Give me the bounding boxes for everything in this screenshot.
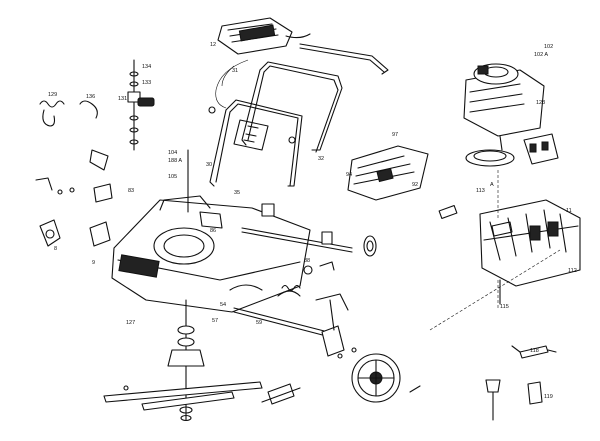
part-label: 102 xyxy=(544,44,553,50)
cable xyxy=(215,59,249,109)
part-label: 12 xyxy=(210,42,216,48)
part-label: 136 xyxy=(86,94,95,100)
part-label: 113 xyxy=(476,188,485,194)
front-axle xyxy=(233,307,337,335)
rear-axle xyxy=(241,231,353,253)
bolt-stack-left xyxy=(127,59,141,151)
part-label: 104 xyxy=(168,150,177,156)
part-label: 105 xyxy=(168,174,177,180)
part-label: 115 xyxy=(500,304,509,310)
engine xyxy=(463,63,545,151)
part-label: 112 xyxy=(568,268,577,274)
part-label: 133 xyxy=(142,80,151,86)
part-label: 32 xyxy=(318,156,324,162)
mulch-plug xyxy=(261,383,301,405)
part-label: 57 xyxy=(212,318,218,324)
front-wheel xyxy=(351,353,401,403)
part-label: 9 xyxy=(92,260,95,266)
blade-assembly xyxy=(103,149,263,422)
part-label: 123 xyxy=(536,100,545,106)
part-label: 86 xyxy=(210,228,216,234)
rear-wheel xyxy=(363,235,377,257)
part-label: 88 xyxy=(304,258,310,264)
part-label: 35 xyxy=(234,190,240,196)
grass-catcher-box xyxy=(479,199,581,287)
part-label: 8 xyxy=(54,246,57,252)
mower-deck xyxy=(111,195,311,313)
lower-handle xyxy=(209,99,303,187)
part-label: A xyxy=(490,182,494,188)
part-label: 97 xyxy=(392,132,398,138)
springs xyxy=(39,100,301,292)
upper-handle xyxy=(241,43,389,153)
side-brackets xyxy=(35,149,113,247)
part-label: 119 xyxy=(544,394,553,400)
rear-flap xyxy=(347,145,429,201)
air-filter xyxy=(523,133,559,165)
height-adjuster xyxy=(315,293,349,357)
small-parts xyxy=(57,97,501,393)
part-labels: 129 136 134 133 131 104 188 A 105 102 10… xyxy=(48,42,577,400)
starter-ring xyxy=(465,149,515,167)
part-label: 11 xyxy=(566,208,572,214)
part-label: 131 xyxy=(118,96,127,102)
part-label: 83 xyxy=(128,188,134,194)
part-label: 94 xyxy=(346,172,352,178)
part-label: 188 A xyxy=(168,158,182,164)
part-label: 59 xyxy=(256,320,262,326)
part-label: 129 xyxy=(48,92,57,98)
part-label: 92 xyxy=(412,182,418,188)
part-label: 30 xyxy=(206,162,212,168)
assembly-line xyxy=(429,249,561,331)
part-label: 118 xyxy=(530,348,539,354)
rear-axle xyxy=(241,227,353,249)
handle-control-box xyxy=(217,17,311,55)
part-label: 127 xyxy=(126,320,135,326)
part-label: 31 xyxy=(232,68,238,74)
cable xyxy=(221,65,235,87)
part-label: 54 xyxy=(220,302,226,308)
front-axle xyxy=(233,311,335,339)
tools xyxy=(485,345,557,421)
part-label: 134 xyxy=(142,64,151,70)
part-label: 102 A xyxy=(534,52,548,58)
